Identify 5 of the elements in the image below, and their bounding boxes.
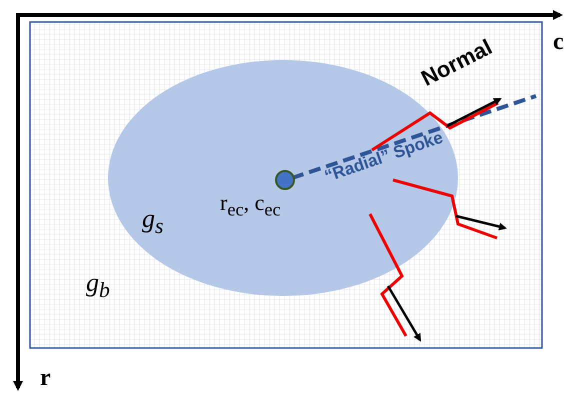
region-label: g$_{s}$ bbox=[142, 206, 164, 238]
axis-label: c bbox=[553, 30, 564, 54]
center-label: r$_{ec}$, c$_{ec}$ bbox=[220, 192, 281, 219]
region-label: g$_{b}$ bbox=[86, 270, 110, 302]
axis-label: r bbox=[40, 366, 51, 390]
